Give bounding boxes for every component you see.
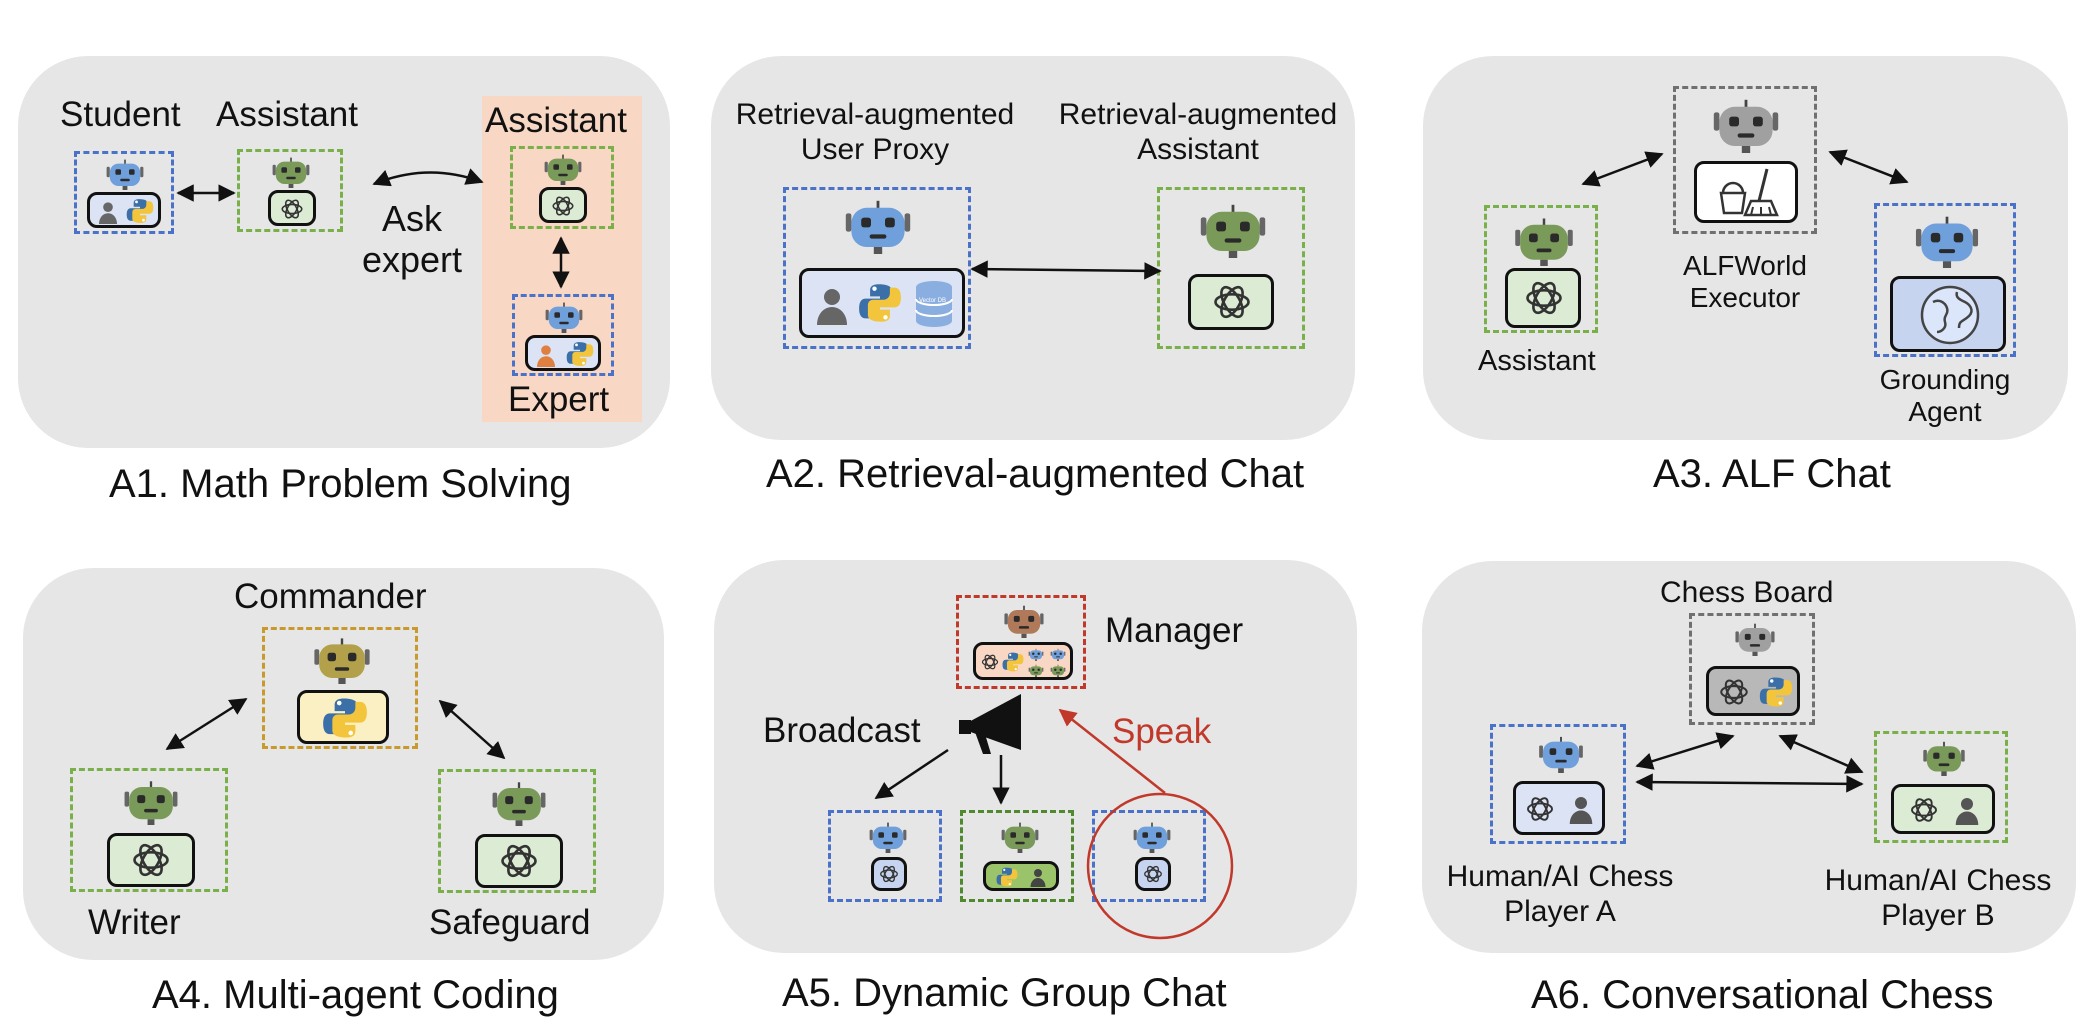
arrow-speak	[1058, 708, 1166, 794]
arrow-ask-expert	[372, 168, 484, 187]
writer-label: Writer	[88, 903, 181, 942]
caption-a5: A5. Dynamic Group Chat	[782, 971, 1227, 1015]
grounding-line1: Grounding	[1879, 364, 2011, 395]
group-agent-3-card	[1135, 857, 1171, 891]
caption-a6: A6. Conversational Chess	[1531, 973, 1994, 1017]
caption-a1: A1. Math Problem Solving	[109, 462, 572, 506]
player-b-card	[1891, 784, 1995, 834]
ask-word: Ask	[381, 198, 442, 239]
chess-board-agent	[1689, 613, 1815, 725]
expert-assistant-agent	[510, 146, 614, 229]
player-a-card	[1513, 781, 1605, 835]
alf-assistant-label: Assistant	[1478, 345, 1596, 377]
ra-assistant-line2: Assistant	[1137, 132, 1259, 166]
group-agent-2	[960, 810, 1074, 902]
manager-card	[973, 642, 1073, 680]
speak-highlight-circle	[1086, 792, 1234, 940]
user-proxy-label: Retrieval-augmented User Proxy	[720, 98, 1030, 167]
expert-assistant-card	[539, 187, 587, 223]
group-agent-3	[1092, 810, 1206, 902]
player-a-label: Human/AI Chess Player A	[1440, 860, 1680, 929]
commander-card	[297, 690, 389, 744]
caption-a3: A3. ALF Chat	[1653, 452, 1891, 496]
expert-card	[525, 335, 601, 371]
assistant-card	[268, 190, 316, 226]
executor-card	[1694, 161, 1798, 223]
manager-label: Manager	[1105, 611, 1244, 650]
grounding-card	[1890, 276, 2006, 352]
player-a-agent	[1490, 724, 1626, 844]
commander-agent	[262, 627, 418, 749]
student-label: Student	[60, 95, 181, 134]
arrow-proxy-assistant	[970, 260, 1162, 280]
executor-line1: ALFWorld	[1683, 250, 1807, 281]
player-b-agent	[1874, 731, 2008, 843]
arrow-commander-writer	[165, 697, 248, 751]
panel-a4	[23, 568, 664, 960]
safeguard-label: Safeguard	[429, 903, 591, 942]
cleaning-icon	[1719, 168, 1779, 217]
ask-expert-label: Ask expert	[352, 198, 472, 281]
player-a-line2: Player A	[1504, 894, 1616, 928]
globe-icon	[1920, 285, 1980, 345]
player-a-line1: Human/AI Chess	[1446, 860, 1674, 893]
grounding-label: Grounding Agent	[1870, 364, 2020, 428]
player-b-line2: Player B	[1881, 898, 1995, 932]
arrow-commander-safeguard	[438, 699, 506, 760]
arrow-board-playerb	[1778, 734, 1864, 774]
group-agent-1-card	[871, 857, 907, 891]
player-b-line1: Human/AI Chess	[1824, 864, 2052, 897]
user-proxy-card: Vector DB	[799, 268, 965, 338]
alfworld-executor-agent	[1673, 86, 1817, 234]
database-icon	[915, 281, 953, 327]
megaphone-icon	[959, 694, 1021, 754]
grounding-agent	[1874, 203, 2016, 357]
user-proxy-line1: Retrieval-augmented	[735, 98, 1015, 131]
player-b-label: Human/AI Chess Player B	[1818, 864, 2058, 933]
executor-line2: Executor	[1689, 282, 1801, 314]
arrow-playera-playerb	[1635, 773, 1864, 793]
writer-agent	[70, 768, 228, 892]
vector-db-label: Vector DB	[919, 298, 947, 304]
assistant-agent	[237, 149, 343, 232]
chess-board-label: Chess Board	[1660, 576, 1834, 609]
arrow-playera-board	[1635, 732, 1735, 770]
commander-label: Commander	[234, 577, 427, 616]
assistant-label-expert: Assistant	[485, 101, 627, 140]
ra-assistant-label: Retrieval-augmented Assistant	[1043, 98, 1353, 167]
caption-a2: A2. Retrieval-augmented Chat	[766, 452, 1305, 496]
ra-assistant-card	[1188, 274, 1274, 330]
writer-card	[107, 833, 195, 887]
ra-assistant-line1: Retrieval-augmented	[1058, 98, 1338, 131]
group-agent-2-card	[983, 861, 1059, 891]
chess-board-card	[1706, 666, 1800, 716]
speak-label: Speak	[1112, 712, 1212, 751]
arrow-broadcast-1	[874, 748, 949, 800]
user-proxy-agent: Vector DB	[783, 187, 971, 349]
ra-assistant-agent	[1157, 187, 1305, 349]
panel-a6	[1422, 561, 2076, 953]
executor-label: ALFWorld Executor	[1660, 250, 1830, 314]
expert-label: Expert	[508, 380, 610, 419]
expert-agent	[512, 294, 614, 376]
safeguard-card	[475, 834, 563, 888]
manager-agent	[956, 595, 1086, 689]
arrow-executor-grounding	[1828, 149, 1909, 185]
safeguard-agent	[438, 769, 596, 893]
user-proxy-line2: User Proxy	[800, 132, 950, 166]
broadcast-label: Broadcast	[763, 711, 921, 750]
expert-word: expert	[361, 239, 463, 281]
assistant-label: Assistant	[216, 95, 358, 134]
arrow-assistant-executor	[1581, 151, 1664, 187]
caption-a4: A4. Multi-agent Coding	[152, 973, 559, 1017]
grounding-line2: Agent	[1908, 396, 1982, 428]
group-agent-1	[828, 810, 942, 902]
student-card	[87, 192, 161, 228]
alf-assistant-agent	[1484, 205, 1598, 333]
alf-assistant-card	[1505, 268, 1581, 328]
student-agent	[74, 151, 174, 234]
